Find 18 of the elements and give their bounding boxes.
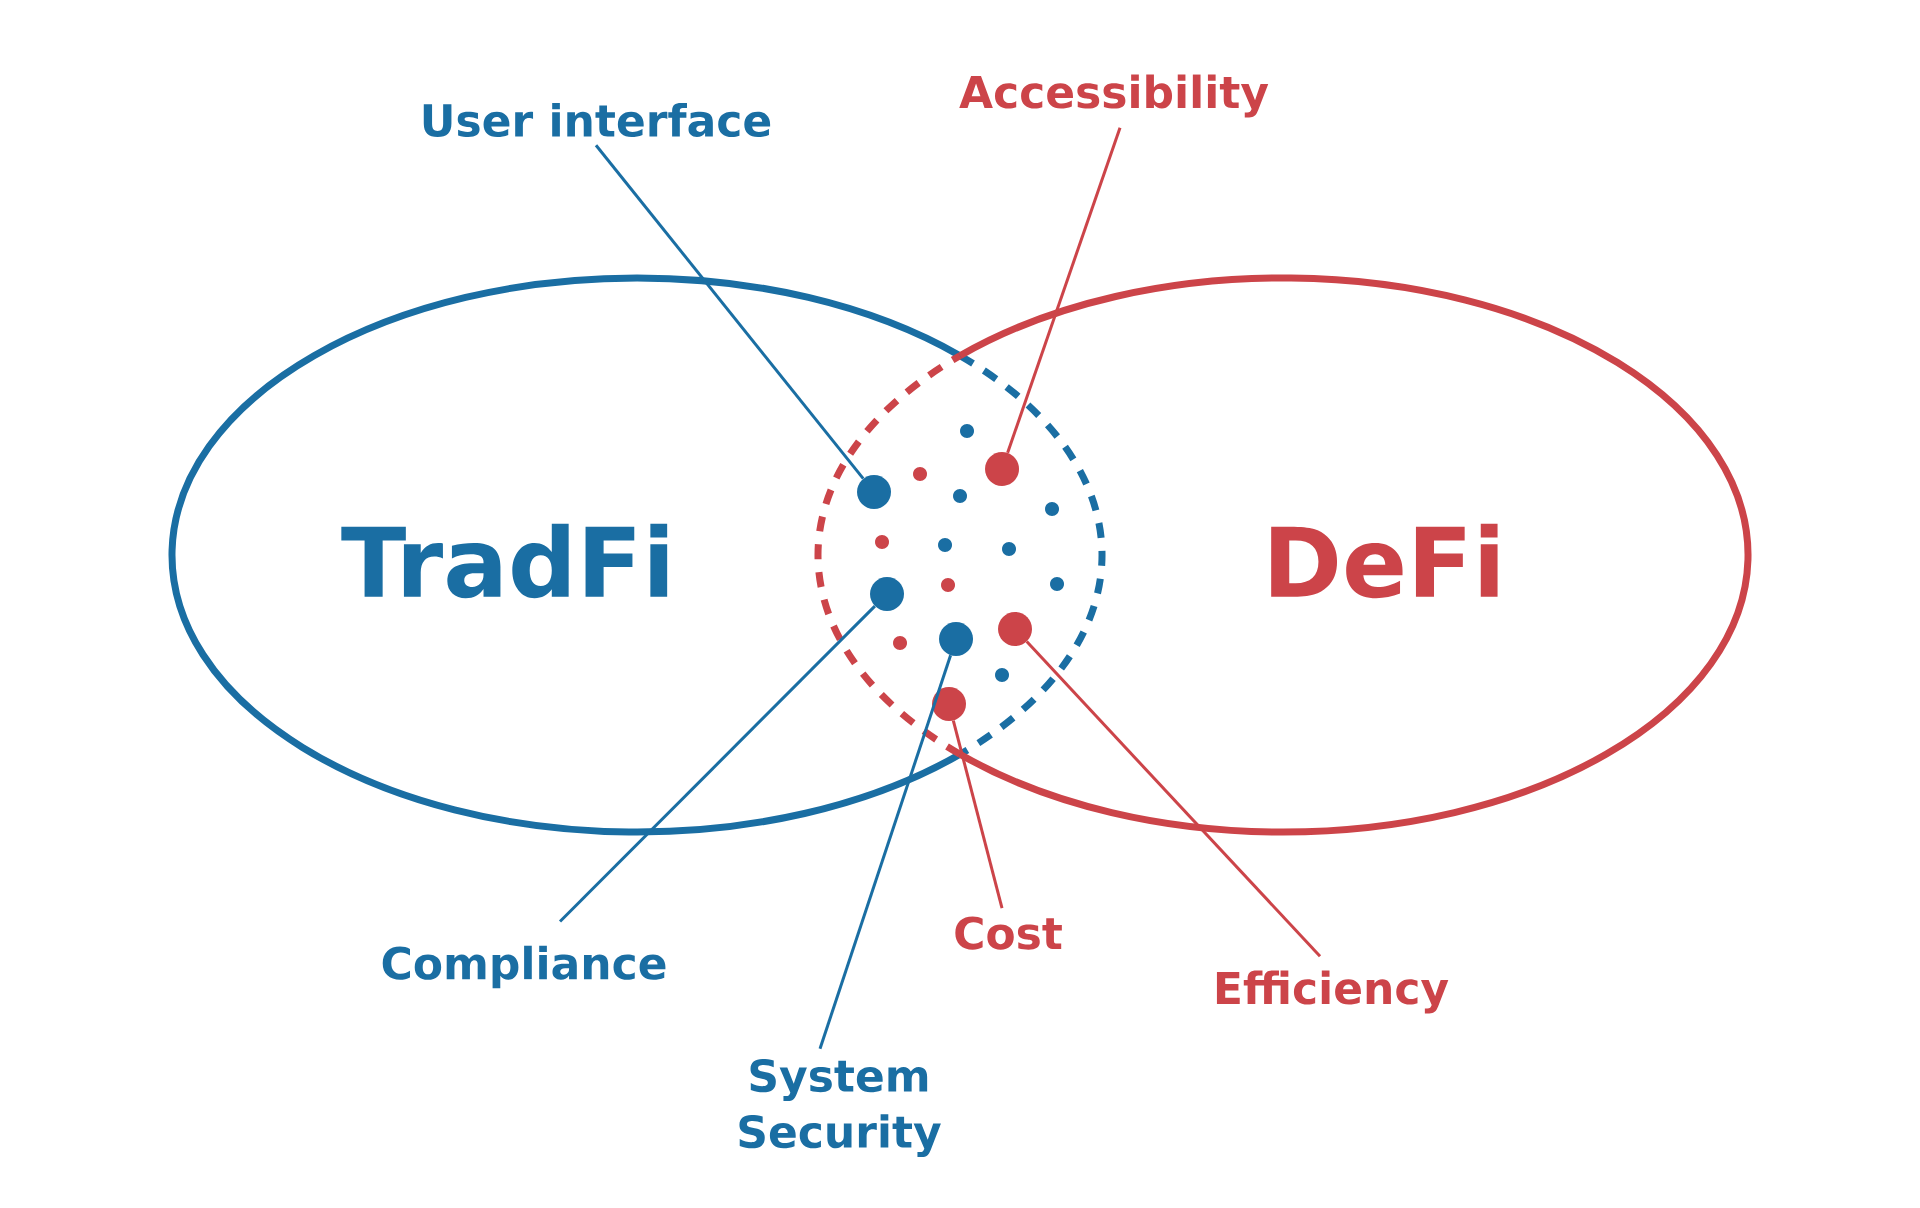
leader-line: [951, 720, 1004, 909]
dot: [870, 577, 904, 611]
leader-line: [818, 654, 952, 1050]
leader-line: [1006, 127, 1122, 454]
leader-line: [1025, 640, 1322, 958]
dot: [932, 687, 966, 721]
callout-label: Accessibility: [959, 74, 1269, 118]
dot: [998, 612, 1032, 646]
leader-line: [558, 605, 876, 923]
callout-label: Cost: [955, 916, 1062, 950]
callout-label: Compliance: [382, 945, 666, 989]
dot: [939, 622, 973, 656]
callout-label: System Security: [739, 1058, 941, 1158]
callout-label: Efficiency: [1216, 970, 1449, 1014]
leader-line: [594, 144, 865, 480]
dot: [985, 452, 1019, 486]
dot: [857, 475, 891, 509]
callout-label: User interface: [423, 103, 771, 138]
